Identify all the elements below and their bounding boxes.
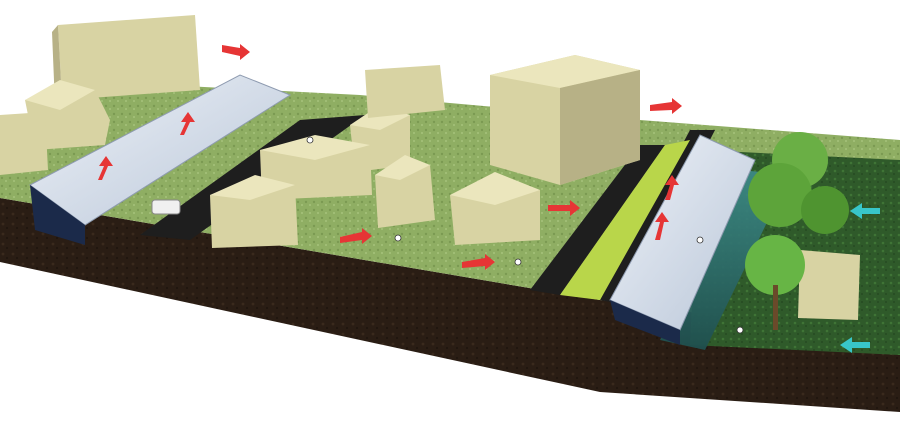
arrow-red (655, 212, 669, 240)
arrow-red (98, 156, 113, 180)
canopy-right-end (610, 300, 680, 345)
arrow-cyan (840, 337, 870, 353)
road-middle (530, 145, 665, 295)
tree-canopy (745, 235, 805, 295)
trees (745, 132, 849, 330)
soil-front (0, 198, 900, 412)
arrow-red (650, 98, 682, 114)
arrow-red (180, 112, 195, 135)
people (306, 136, 744, 334)
street-canopy-left (29, 74, 292, 245)
green-strip (560, 140, 690, 300)
person (306, 136, 314, 144)
arrow-red (462, 254, 495, 270)
tree-canopy (748, 163, 812, 227)
person (514, 258, 522, 266)
building-large-right (490, 55, 640, 185)
arrow-red (665, 175, 679, 200)
arrow-red (548, 200, 580, 216)
person (696, 236, 704, 244)
building-house-1 (25, 80, 110, 150)
cyan-flow-arrows (840, 203, 880, 353)
buildings (0, 15, 860, 320)
canopy-left-end (30, 185, 85, 245)
building-house-9 (798, 250, 860, 320)
tree-trunk (773, 285, 778, 330)
arrow-red (222, 44, 250, 60)
building-house-7 (450, 172, 540, 245)
arrow-red (340, 228, 372, 244)
person (736, 326, 744, 334)
van (151, 199, 181, 215)
building-house-8 (0, 112, 48, 175)
building-house-6 (375, 155, 435, 228)
arrow-cyan (850, 203, 880, 219)
person (394, 234, 402, 242)
building-house-5 (210, 175, 298, 248)
red-flow-arrows (98, 44, 682, 270)
tree-canopy (801, 186, 849, 234)
building-house-3 (365, 65, 445, 118)
